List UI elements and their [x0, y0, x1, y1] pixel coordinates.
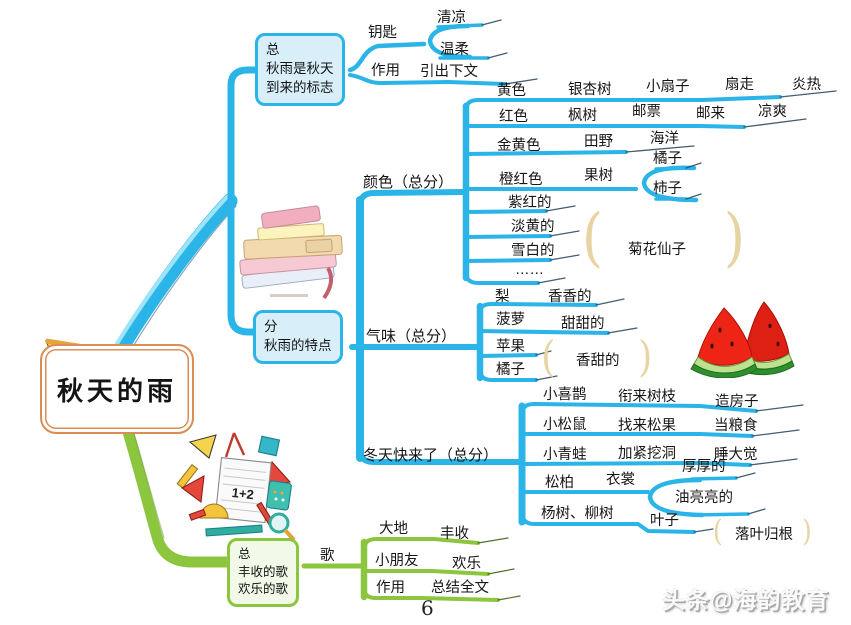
brace-left: ( [541, 332, 556, 381]
winter-row1-word1: 找来松果 [618, 418, 676, 434]
main-trunk-cyan [112, 193, 238, 358]
top-role-label: 作用 [371, 63, 400, 79]
green-branches [301, 537, 500, 602]
song-row1-word0: 小朋友 [375, 553, 419, 569]
song-row0-word1: 丰收 [440, 526, 469, 542]
top-node-line3: 到来的标志 [266, 79, 334, 95]
colors-row4-word0: 紫红的 [508, 195, 552, 211]
song-row2-word1: 总结全文 [431, 580, 489, 596]
colors-section-label: 颜色（总分） [363, 174, 454, 191]
winter-row1-word0: 小松鼠 [543, 417, 587, 433]
fruit-child-0: 橘子 [653, 151, 682, 167]
colors-row1-word2: 邮票 [632, 104, 661, 120]
winter-row0-word0: 小喜鹊 [543, 387, 587, 403]
fruit-child-1: 柿子 [653, 181, 682, 197]
bottom-branch-node: 总 丰收的歌 欢乐的歌 [227, 538, 300, 607]
main-trunk-green [118, 412, 234, 568]
colors-row0-word0: 黄色 [497, 83, 526, 99]
smell-section-label: 气味（总分） [366, 328, 457, 345]
cyan-branches [227, 23, 782, 534]
winter-row2-word0: 小青蛙 [543, 447, 587, 463]
brace-left: ( [581, 201, 604, 275]
winter-row0-word1: 衔来树枝 [618, 389, 676, 405]
colors-bracket-text: 菊花仙子 [628, 242, 686, 258]
books-stack-icon [239, 205, 343, 300]
colors-row1-word1: 枫树 [568, 108, 597, 124]
features-node-line1: 分 [264, 319, 278, 334]
smell-row1-word0: 菠萝 [496, 312, 525, 328]
colors-row0-word3: 扇走 [725, 77, 754, 93]
brace-right: ) [638, 332, 653, 381]
central-topic-node: 秋天的雨 [40, 344, 194, 434]
smell-row1-word1: 甜甜的 [561, 316, 605, 332]
winter-row2-word2: 睡大觉 [714, 447, 758, 463]
colors-row1-word0: 红色 [499, 109, 528, 125]
branch-line-tails [481, 19, 837, 533]
winter-section-label: 冬天快来了（总分） [363, 447, 499, 464]
colors-row3-word1: 果树 [584, 168, 613, 184]
top-node-line2: 秋雨是秋天 [266, 60, 334, 76]
song-keyword-label: 歌 [320, 548, 335, 564]
song-row1-word1: 欢乐 [452, 556, 481, 572]
coat-child-1: 油亮亮的 [675, 490, 733, 506]
top-keyword-child-1: 温柔 [440, 42, 469, 58]
winter-row4-word1: 叶子 [650, 513, 679, 529]
colors-row2-word1: 田野 [584, 134, 613, 150]
brace-right: ) [801, 514, 812, 549]
brace-left: ( [712, 514, 723, 549]
top-branch-node: 总 秋雨是秋天 到来的标志 [255, 33, 345, 106]
smell-row0-word0: 梨 [495, 289, 510, 305]
winter-row3-word0: 松柏 [545, 475, 574, 491]
colors-row0-word4: 炎热 [792, 77, 821, 93]
colors-row2-word2: 海洋 [650, 131, 679, 147]
coat-child-0: 厚厚的 [682, 459, 726, 475]
page-number: 6 [421, 596, 434, 620]
colors-row7-word0: …… [515, 262, 544, 278]
colors-row1-word3: 邮来 [696, 106, 725, 122]
brace-right: ) [723, 201, 746, 275]
green-line-tails [477, 537, 521, 601]
bottom-node-line1: 总 [238, 547, 251, 561]
colors-row0-word2: 小扇子 [646, 79, 690, 95]
song-row2-word0: 作用 [376, 580, 405, 596]
colors-row2-word0: 金黄色 [497, 138, 541, 154]
bottom-node-line2: 丰收的歌 [238, 564, 289, 579]
winter-row3-word1: 衣裳 [606, 472, 635, 488]
colors-row6-word0: 雪白的 [511, 243, 555, 259]
smell-bracket-text: 香甜的 [576, 353, 620, 369]
colors-row3-word0: 橙红色 [499, 172, 543, 188]
winter-bracket-text: 落叶归根 [735, 527, 793, 543]
top-role-text: 引出下文 [420, 64, 478, 80]
winter-row2-word1: 加紧挖洞 [618, 446, 676, 462]
bottom-node-line3: 欢乐的歌 [238, 582, 289, 596]
doodle-text: 1+2 [231, 485, 255, 502]
winter-row1-word2: 当粮食 [714, 418, 758, 434]
smell-row2-word0: 苹果 [496, 339, 525, 355]
song-row0-word0: 大地 [379, 521, 408, 537]
features-branch-node: 分 秋雨的特点 [253, 310, 343, 364]
smell-row0-word1: 香香的 [548, 289, 592, 305]
smell-row3-word0: 橘子 [496, 362, 525, 378]
watermark-text: 头条@海韵教育 [662, 587, 830, 613]
winter-row4-word0: 杨树、柳树 [541, 506, 614, 522]
features-node-line2: 秋雨的特点 [264, 337, 332, 353]
colors-row1-word4: 凉爽 [758, 104, 787, 120]
winter-row0-word2: 造房子 [715, 394, 759, 410]
top-keyword-label: 钥匙 [368, 25, 397, 41]
watermelon-icon [690, 301, 795, 378]
colors-row5-word0: 淡黄的 [511, 219, 555, 235]
math-doodle-icon: 1+2 [176, 432, 296, 542]
top-keyword-child-0: 清凉 [437, 10, 466, 26]
central-topic-title: 秋天的雨 [56, 375, 177, 406]
colors-row0-word1: 银杏树 [568, 82, 612, 98]
top-node-line1: 总 [266, 42, 280, 57]
